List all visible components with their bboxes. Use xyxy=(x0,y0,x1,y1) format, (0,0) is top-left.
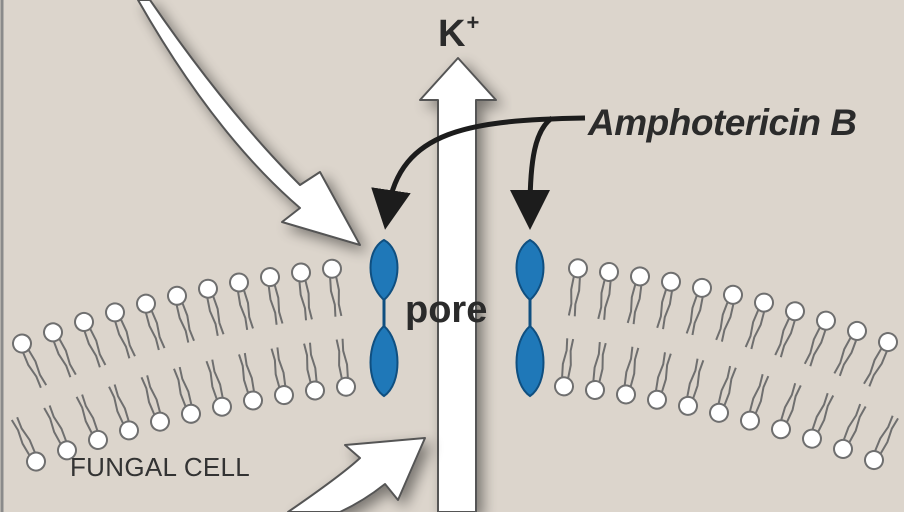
drug-label: Amphotericin B xyxy=(588,102,856,144)
lipid xyxy=(71,392,110,452)
lipid xyxy=(135,292,171,352)
lipid xyxy=(554,338,579,397)
amphotericin-molecule-right xyxy=(517,240,544,396)
lipid xyxy=(615,346,644,405)
membrane-left xyxy=(6,259,356,474)
lipid xyxy=(740,291,775,351)
lipid xyxy=(799,309,838,369)
lipid xyxy=(103,382,140,442)
lipid xyxy=(585,341,612,400)
pointer-arrow-left xyxy=(388,118,585,210)
lipid xyxy=(800,391,839,451)
lipid xyxy=(331,338,356,397)
lipid xyxy=(197,278,229,338)
region-label: FUNGAL CELL xyxy=(70,452,250,483)
lipid xyxy=(10,331,52,390)
lipid xyxy=(862,413,903,472)
ion-charge: + xyxy=(466,10,479,35)
lipid xyxy=(592,262,619,321)
lipid xyxy=(710,284,744,344)
lipid xyxy=(291,262,318,321)
ion-label: K+ xyxy=(438,10,479,56)
pore-label: pore xyxy=(405,289,487,332)
lipid xyxy=(646,351,676,411)
lipid xyxy=(681,277,713,337)
lipid xyxy=(829,319,869,378)
lipid xyxy=(166,285,200,345)
lipid xyxy=(266,346,295,405)
lipid xyxy=(201,358,233,418)
lipid xyxy=(298,342,325,401)
lipid xyxy=(72,310,111,370)
pointer-arrow-right xyxy=(530,118,552,210)
amphotericin-molecule-left xyxy=(371,240,398,396)
lipid xyxy=(228,272,259,332)
lipid xyxy=(622,266,651,325)
lipid xyxy=(739,372,774,432)
lipid xyxy=(103,301,140,361)
lipid xyxy=(233,352,264,412)
lipid xyxy=(770,300,807,360)
ion-symbol: K xyxy=(438,13,465,55)
lipid xyxy=(41,320,81,379)
curved-arrow-bottom xyxy=(288,438,425,512)
lipid xyxy=(708,364,742,424)
lipid xyxy=(168,365,202,425)
lipid xyxy=(259,266,288,325)
lipid xyxy=(6,415,48,474)
lipid xyxy=(563,258,588,317)
lipid xyxy=(769,381,806,441)
lipid xyxy=(651,271,681,331)
lipid xyxy=(136,373,172,433)
lipid xyxy=(859,330,900,389)
lipid xyxy=(831,402,871,461)
lipid xyxy=(322,259,347,318)
membrane-right xyxy=(554,258,903,472)
curved-arrow-top xyxy=(138,0,360,245)
lipid xyxy=(677,357,709,417)
